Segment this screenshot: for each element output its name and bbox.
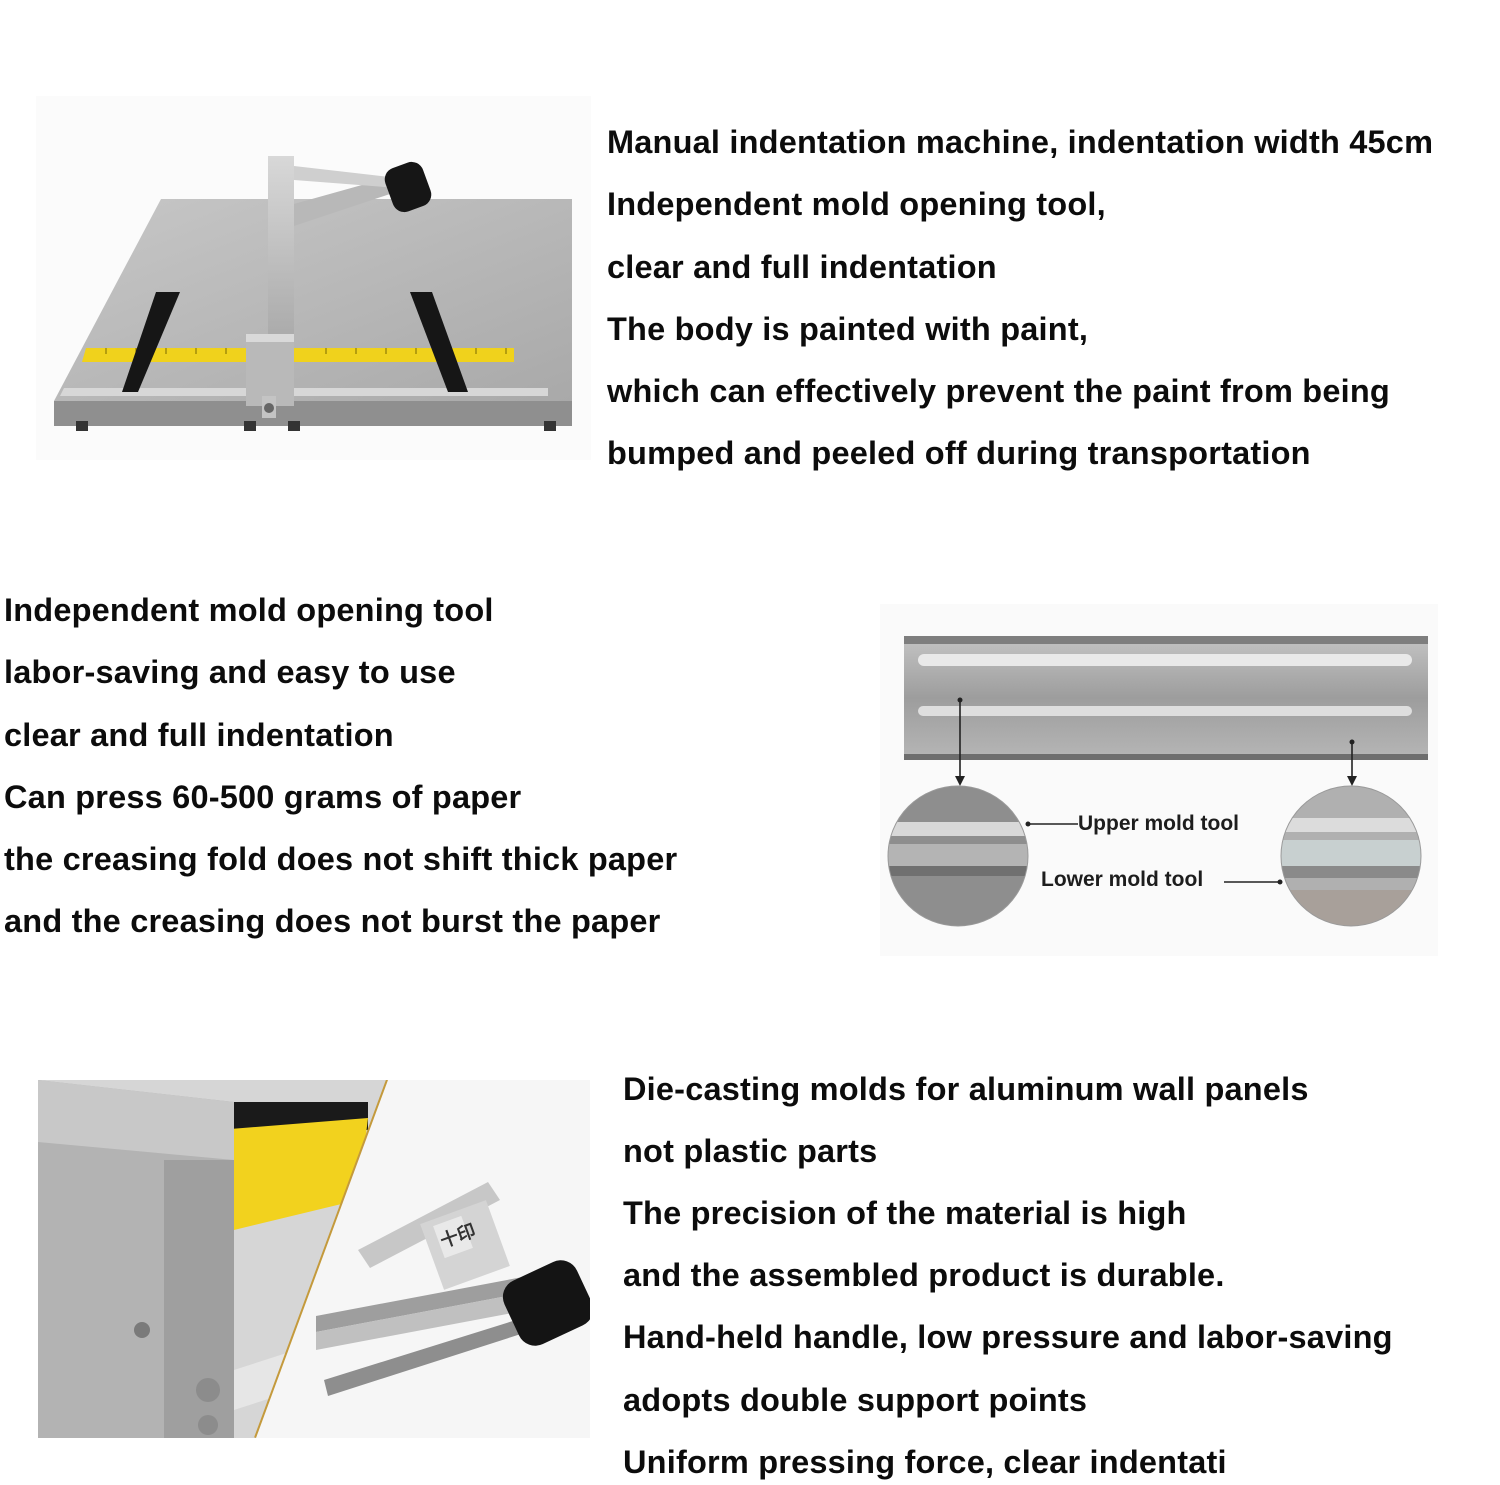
section3-line: and the assembled product is durable. bbox=[623, 1257, 1225, 1293]
section2-line: labor-saving and easy to use bbox=[4, 654, 456, 690]
section2-line: Independent mold opening tool bbox=[4, 592, 494, 628]
lower-mold-label: Lower mold tool bbox=[1041, 868, 1204, 891]
section1-line: Independent mold opening tool, bbox=[607, 186, 1106, 222]
upper-mold-label: Upper mold tool bbox=[1078, 812, 1239, 835]
section2-line: clear and full indentation bbox=[4, 717, 394, 753]
section1-line: The body is painted with paint, bbox=[607, 311, 1089, 347]
section3-line: not plastic parts bbox=[623, 1133, 878, 1169]
handle-closeup-photo: 十印 bbox=[38, 1080, 590, 1438]
section1-line: Manual indentation machine, indentation … bbox=[607, 124, 1434, 160]
section3-line: Die-casting molds for aluminum wall pane… bbox=[623, 1071, 1309, 1107]
section3-line: Hand-held handle, low pressure and labor… bbox=[623, 1319, 1393, 1355]
section2-line: the creasing fold does not shift thick p… bbox=[4, 841, 678, 877]
section2-line: and the creasing does not burst the pape… bbox=[4, 903, 661, 939]
section1-line: bumped and peeled off during transportat… bbox=[607, 435, 1311, 471]
creasing-machine-photo bbox=[36, 96, 591, 460]
section1-line: clear and full indentation bbox=[607, 249, 997, 285]
section2-line: Can press 60-500 grams of paper bbox=[4, 779, 522, 815]
section3-line: Uniform pressing force, clear indentati bbox=[623, 1444, 1227, 1480]
section3-line: The precision of the material is high bbox=[623, 1195, 1187, 1231]
mold-tool-photo: Upper mold tool Lower mold tool bbox=[880, 604, 1438, 956]
section1-line: which can effectively prevent the paint … bbox=[607, 373, 1390, 409]
section3-line: adopts double support points bbox=[623, 1382, 1088, 1418]
